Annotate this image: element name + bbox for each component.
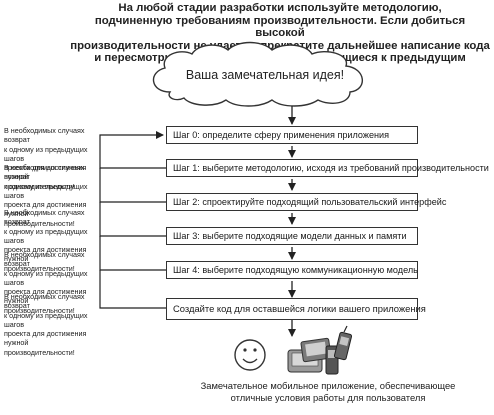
return-note-line: к одному из предыдущих шагов xyxy=(4,181,88,200)
return-note-line: к одному из предыдущих шагов xyxy=(4,268,88,287)
return-note-line: проекта для достижения нужной xyxy=(4,329,87,348)
header-line: На любой стадии разработки используйте м… xyxy=(118,2,442,14)
return-note-line: проекта для достижения нужной xyxy=(4,200,87,219)
return-note: В необходимых случаях возврат к одному и… xyxy=(4,250,96,315)
return-arrow xyxy=(99,168,166,203)
step-2-box: Шаг 2: спроектируйте подходящий пользова… xyxy=(166,193,446,211)
return-note-line: к одному из предыдущих шагов xyxy=(4,310,88,329)
result-caption-line: отличные условия работы для пользователя xyxy=(230,392,426,404)
return-note-line: проекта для достижения нужной xyxy=(4,163,87,182)
return-note-line: производительности! xyxy=(4,263,75,273)
idea-cloud xyxy=(152,41,363,107)
return-note-line: к одному из предыдущих шагов xyxy=(4,144,88,163)
step-3-box: Шаг 3: выберите подходящие модели данных… xyxy=(166,227,418,245)
return-note-line: производительности! xyxy=(4,218,75,228)
result-caption: Замечательное мобильное приложение, обес… xyxy=(200,380,456,405)
return-note-line: В необходимых случаях возврат xyxy=(4,126,85,145)
return-arrow xyxy=(99,202,166,237)
return-note: В необходимых случаях возврат к одному и… xyxy=(4,126,96,191)
return-note-line: В необходимых случаях возврат xyxy=(4,292,85,311)
return-note-line: производительности! xyxy=(4,181,75,191)
mobile-devices-icon xyxy=(287,325,353,375)
return-note-line: проекта для достижения нужной xyxy=(4,245,87,264)
return-note-line: проекта для достижения нужной xyxy=(4,287,87,306)
header-line: подчиненную требованиям производительнос… xyxy=(94,14,466,40)
return-note: В необходимых случаях возврат к одному и… xyxy=(4,163,96,228)
return-arrow xyxy=(99,131,166,169)
step-0-box: Шаг 0: определите сферу применения прило… xyxy=(166,126,418,144)
return-note: В необходимых случаях возврат к одному и… xyxy=(4,208,96,273)
return-note-line: В необходимых случаях возврат xyxy=(4,163,85,182)
step-code-box: Создайте код для оставшейся логики вашег… xyxy=(166,298,426,320)
return-note-line: производительности! xyxy=(4,305,75,315)
result-caption-line: Замечательное мобильное приложение, обес… xyxy=(200,380,456,391)
smiley-icon xyxy=(234,339,266,371)
return-arrow xyxy=(99,236,166,271)
idea-cloud-label: Ваша замечательная идея! xyxy=(185,68,345,82)
return-note-line: к одному из предыдущих шагов xyxy=(4,226,88,245)
return-note-line: производительности! xyxy=(4,347,75,357)
return-arrow xyxy=(99,270,166,309)
step-1-box: Шаг 1: выберите методологию, исходя из т… xyxy=(166,159,489,177)
return-note: В необходимых случаях возврат к одному и… xyxy=(4,292,96,357)
return-note-line: В необходимых случаях возврат xyxy=(4,250,85,269)
return-note-line: В необходимых случаях возврат xyxy=(4,208,85,227)
step-4-box: Шаг 4: выберите подходящую коммуникацион… xyxy=(166,261,418,279)
